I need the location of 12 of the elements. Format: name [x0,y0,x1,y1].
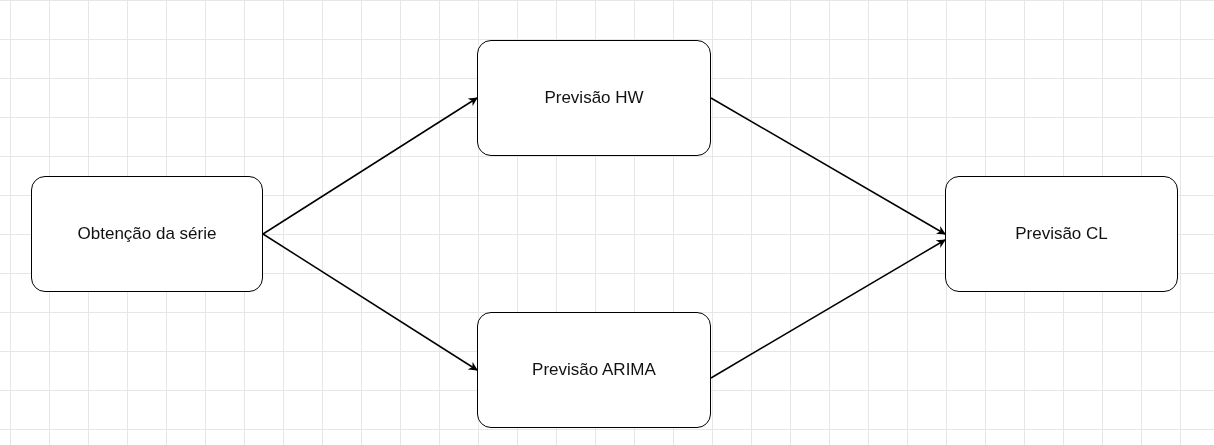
process-box [31,176,263,292]
arrow [710,97,946,235]
box-label: Obtenção da série [77,224,217,244]
box-label: Previsão HW [544,88,644,108]
box-label: Previsão ARIMA [532,360,656,380]
process-box [945,176,1178,292]
process-box [477,312,711,428]
arrow [710,239,946,379]
arrow [262,233,478,371]
arrow [262,97,478,235]
process-box [477,40,711,156]
box-label: Previsão CL [1015,224,1108,244]
